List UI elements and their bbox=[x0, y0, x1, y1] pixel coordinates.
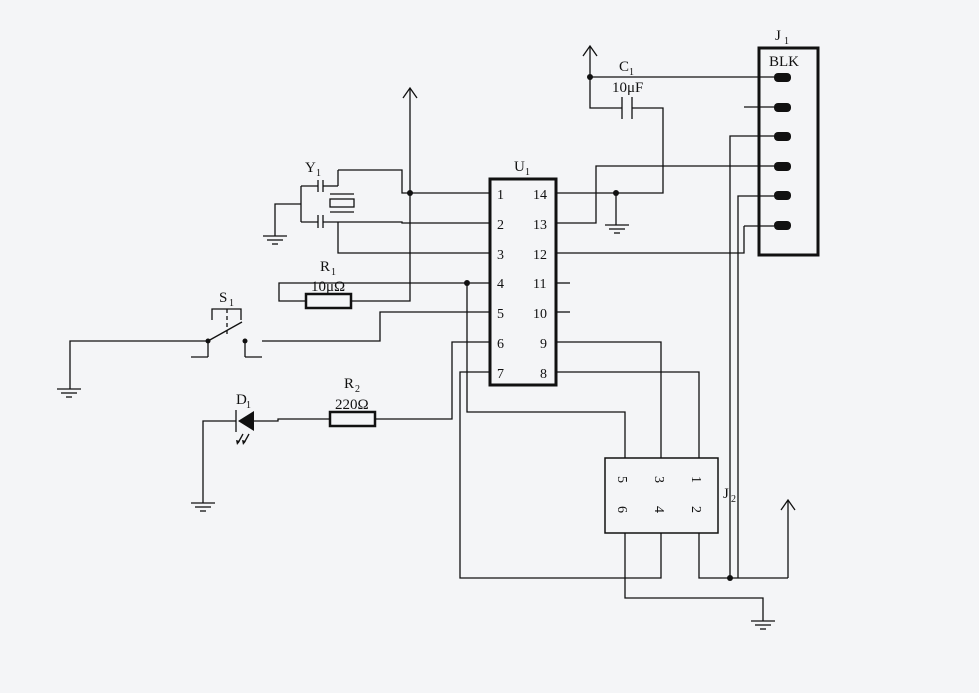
u1-pin-7: 7 bbox=[497, 367, 504, 382]
ic-u1: U 1 1 2 3 4 5 6 7 14 13 12 11 10 9 8 bbox=[488, 159, 558, 387]
u1-ref: U bbox=[514, 159, 525, 175]
y1-ref: Y bbox=[305, 160, 316, 176]
j2-ref-sub: 2 bbox=[731, 494, 736, 505]
c1-ref-sub: 1 bbox=[629, 67, 634, 78]
s1-ref-sub: 1 bbox=[229, 298, 234, 309]
c1-ref: C bbox=[619, 59, 629, 75]
u1-pin-3: 3 bbox=[497, 248, 504, 263]
ground-switch bbox=[57, 388, 81, 398]
u1-ref-sub: 1 bbox=[525, 167, 530, 178]
u1-pin-12: 12 bbox=[533, 248, 547, 263]
j2-pin-6: 6 bbox=[614, 506, 629, 513]
u1-pin-2: 2 bbox=[497, 218, 504, 233]
connector-j1: J 1 BLK bbox=[744, 28, 820, 257]
r1-ref: R bbox=[320, 259, 330, 275]
ground-symbols bbox=[57, 224, 775, 630]
ground-led bbox=[191, 502, 215, 512]
j1-ref: J bbox=[775, 28, 781, 44]
power-arrow-right bbox=[780, 498, 796, 578]
ground-crystal bbox=[263, 235, 287, 245]
r2-ref-sub: 2 bbox=[355, 384, 360, 395]
j1-value: BLK bbox=[769, 54, 799, 70]
r2-ref: R bbox=[344, 376, 354, 392]
u1-pin-8: 8 bbox=[540, 367, 547, 382]
j1-pins bbox=[774, 73, 791, 230]
j2-ref: J bbox=[723, 486, 729, 502]
resistor-r2: R 2 220Ω bbox=[328, 376, 377, 428]
u1-pin-13: 13 bbox=[533, 218, 547, 233]
u1-pin-14: 14 bbox=[533, 188, 547, 203]
junction-dots bbox=[407, 74, 733, 581]
d1-ref-sub: 1 bbox=[246, 400, 251, 411]
ground-j2 bbox=[751, 620, 775, 630]
u1-pin-1: 1 bbox=[497, 188, 504, 203]
j2-pin-2: 2 bbox=[688, 506, 703, 513]
j2-pin-3: 3 bbox=[651, 476, 666, 483]
ground-u1 bbox=[605, 224, 629, 234]
j1-ref-sub: 1 bbox=[784, 36, 789, 47]
r1-ref-sub: 1 bbox=[331, 267, 336, 278]
u1-pin-4: 4 bbox=[497, 277, 504, 292]
j2-pin-1: 1 bbox=[688, 476, 703, 483]
power-arrow-center bbox=[402, 86, 418, 193]
c1-value: 10μF bbox=[612, 80, 643, 96]
power-arrows bbox=[402, 44, 796, 578]
u1-pin-10: 10 bbox=[533, 307, 547, 322]
u1-pin-11: 11 bbox=[533, 277, 546, 292]
r1-value: 10μΩ bbox=[311, 279, 345, 295]
u1-pin-6: 6 bbox=[497, 337, 504, 352]
j2-pin-5: 5 bbox=[614, 476, 629, 483]
j2-pin-4: 4 bbox=[651, 506, 666, 513]
s1-ref: S bbox=[219, 290, 227, 306]
d1-ref: D bbox=[236, 392, 247, 408]
u1-pin-9: 9 bbox=[540, 337, 547, 352]
r2-value: 220Ω bbox=[335, 397, 369, 413]
switch-s1: S 1 bbox=[191, 290, 262, 358]
u1-pin-5: 5 bbox=[497, 307, 504, 322]
u1-pin-labels: 1 2 3 4 5 6 7 14 13 12 11 10 9 8 bbox=[497, 188, 547, 382]
led-d1: D 1 bbox=[235, 392, 254, 445]
connector-j2: J 2 5 6 3 4 1 2 bbox=[604, 457, 736, 534]
y1-ref-sub: 1 bbox=[316, 168, 321, 179]
wires bbox=[69, 76, 788, 621]
capacitor-c1: C 1 10μF bbox=[612, 59, 643, 119]
